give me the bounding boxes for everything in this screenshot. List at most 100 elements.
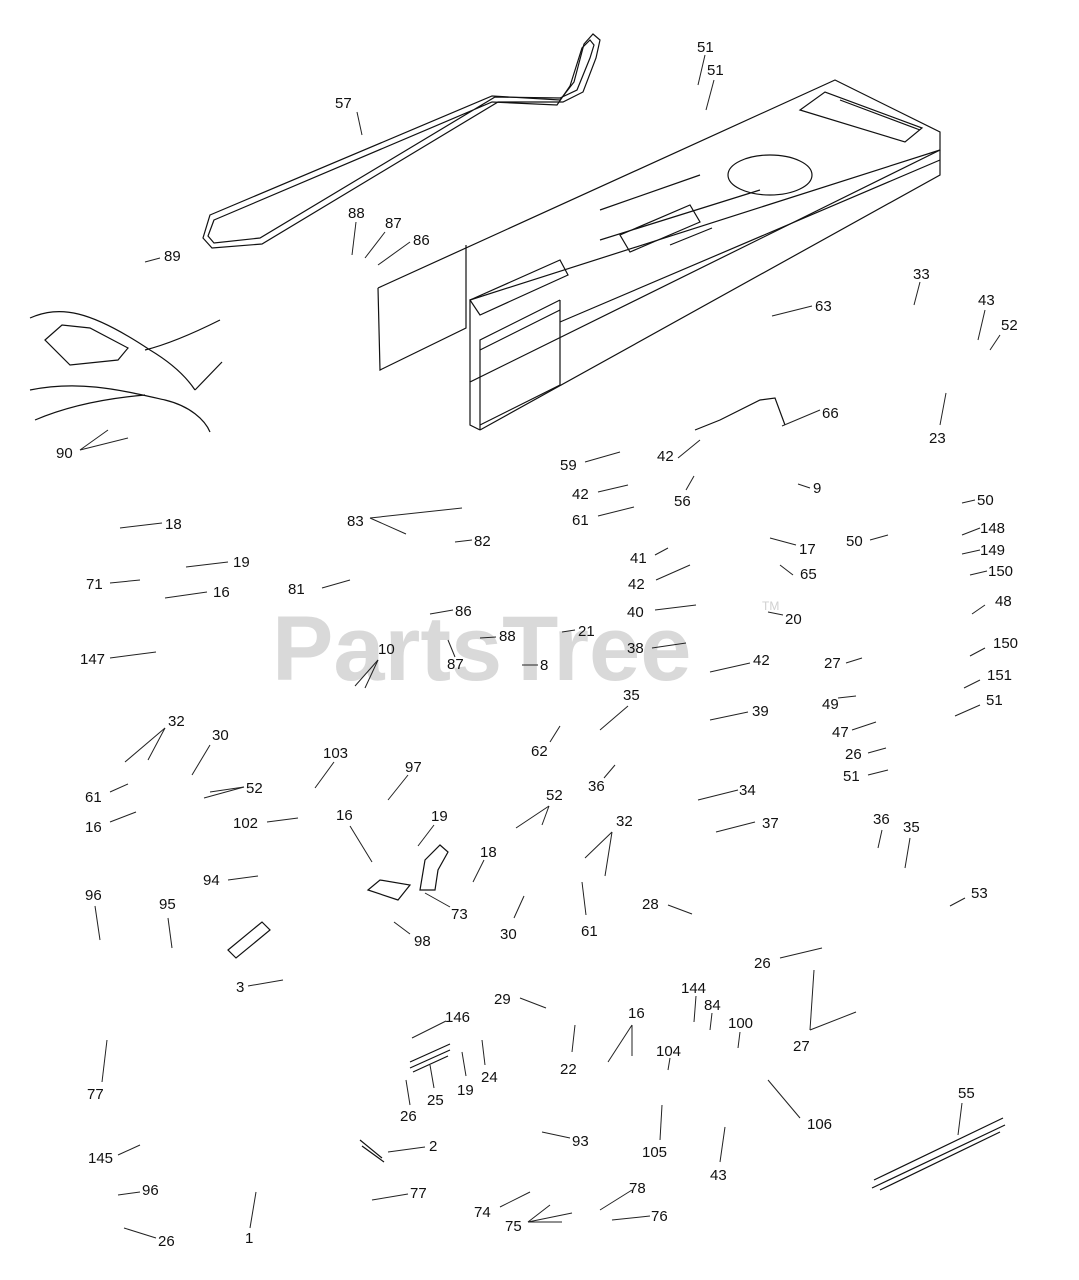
callout-8: 8 — [540, 657, 548, 674]
callout-42: 42 — [657, 448, 674, 465]
callout-40: 40 — [627, 604, 644, 621]
callout-62: 62 — [531, 743, 548, 760]
callout-27: 27 — [824, 655, 841, 672]
callout-104: 104 — [656, 1043, 681, 1060]
callout-53: 53 — [971, 885, 988, 902]
callout-28: 28 — [642, 896, 659, 913]
callout-42: 42 — [572, 486, 589, 503]
callout-9: 9 — [813, 480, 821, 497]
frame-chassis-drawing — [377, 79, 941, 431]
callout-52: 52 — [1001, 317, 1018, 334]
callout-95: 95 — [159, 896, 176, 913]
drive-belt-drawing — [202, 33, 601, 249]
callout-149: 149 — [980, 542, 1005, 559]
callout-144: 144 — [681, 980, 706, 997]
callout-21: 21 — [578, 623, 595, 640]
callout-26: 26 — [754, 955, 771, 972]
callout-151: 151 — [987, 667, 1012, 684]
callout-26: 26 — [400, 1108, 417, 1125]
callout-61: 61 — [572, 512, 589, 529]
callout-43: 43 — [978, 292, 995, 309]
callout-1: 1 — [245, 1230, 253, 1247]
callout-63: 63 — [815, 298, 832, 315]
callout-147: 147 — [80, 651, 105, 668]
callout-37: 37 — [762, 815, 779, 832]
callout-88: 88 — [499, 628, 516, 645]
callout-96: 96 — [85, 887, 102, 904]
callout-52: 52 — [546, 787, 563, 804]
callout-24: 24 — [481, 1069, 498, 1086]
callout-59: 59 — [560, 457, 577, 474]
callout-48: 48 — [995, 593, 1012, 610]
callout-81: 81 — [288, 581, 305, 598]
callout-100: 100 — [728, 1015, 753, 1032]
hood-panel-drawing — [29, 311, 223, 433]
callout-103: 103 — [323, 745, 348, 762]
leader-lines — [79, 54, 1001, 1239]
callout-10: 10 — [378, 641, 395, 658]
callout-96: 96 — [142, 1182, 159, 1199]
callout-106: 106 — [807, 1116, 832, 1133]
callout-51: 51 — [843, 768, 860, 785]
callout-61: 61 — [85, 789, 102, 806]
callout-93: 93 — [572, 1133, 589, 1150]
callout-16: 16 — [213, 584, 230, 601]
callout-25: 25 — [427, 1092, 444, 1109]
callout-51: 51 — [986, 692, 1003, 709]
callout-30: 30 — [500, 926, 517, 943]
callout-76: 76 — [651, 1208, 668, 1225]
callout-77: 77 — [87, 1086, 104, 1103]
callout-30: 30 — [212, 727, 229, 744]
callout-3: 3 — [236, 979, 244, 996]
callout-145: 145 — [88, 1150, 113, 1167]
callout-57: 57 — [335, 95, 352, 112]
callout-73: 73 — [451, 906, 468, 923]
callout-56: 56 — [674, 493, 691, 510]
callout-labels: 57 51 51 88 87 86 89 33 43 52 63 90 23 6… — [56, 39, 1018, 1250]
callout-27: 27 — [793, 1038, 810, 1055]
callout-51: 51 — [697, 39, 714, 56]
callout-82: 82 — [474, 533, 491, 550]
callout-87: 87 — [385, 215, 402, 232]
callout-78: 78 — [629, 1180, 646, 1197]
callout-39: 39 — [752, 703, 769, 720]
callout-94: 94 — [203, 872, 220, 889]
callout-35: 35 — [903, 819, 920, 836]
callout-75: 75 — [505, 1218, 522, 1235]
callout-146: 146 — [445, 1009, 470, 1026]
callout-47: 47 — [832, 724, 849, 741]
callout-150: 150 — [988, 563, 1013, 580]
callout-98: 98 — [414, 933, 431, 950]
callout-84: 84 — [704, 997, 721, 1014]
callout-32: 32 — [616, 813, 633, 830]
callout-49: 49 — [822, 696, 839, 713]
callout-41: 41 — [630, 550, 647, 567]
callout-23: 23 — [929, 430, 946, 447]
callout-35: 35 — [623, 687, 640, 704]
callout-19: 19 — [457, 1082, 474, 1099]
callout-148: 148 — [980, 520, 1005, 537]
callout-2: 2 — [429, 1138, 437, 1155]
callout-77: 77 — [410, 1185, 427, 1202]
callout-34: 34 — [739, 782, 756, 799]
callout-74: 74 — [474, 1204, 491, 1221]
callout-19: 19 — [431, 808, 448, 825]
callout-51: 51 — [707, 62, 724, 79]
callout-32: 32 — [168, 713, 185, 730]
callout-66: 66 — [822, 405, 839, 422]
callout-105: 105 — [642, 1144, 667, 1161]
callout-97: 97 — [405, 759, 422, 776]
callout-150: 150 — [993, 635, 1018, 652]
small-parts-drawing — [227, 397, 1006, 1191]
callout-38: 38 — [627, 640, 644, 657]
callout-89: 89 — [164, 248, 181, 265]
callout-19: 19 — [233, 554, 250, 571]
callout-55: 55 — [958, 1085, 975, 1102]
callout-17: 17 — [799, 541, 816, 558]
callout-61: 61 — [581, 923, 598, 940]
callout-29: 29 — [494, 991, 511, 1008]
callout-102: 102 — [233, 815, 258, 832]
callout-36: 36 — [873, 811, 890, 828]
callout-86: 86 — [455, 603, 472, 620]
